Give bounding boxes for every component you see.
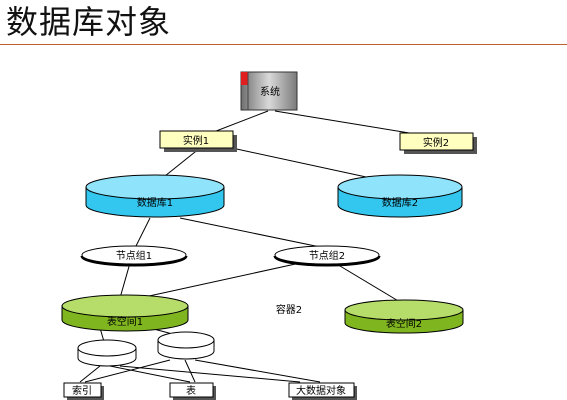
database-2-top xyxy=(337,174,463,200)
instance-2-node: 实例2 xyxy=(399,132,477,154)
system-server-icon xyxy=(240,71,298,111)
instance-1-box xyxy=(159,130,234,149)
connector-container1-lob xyxy=(119,365,301,383)
instance-2-label: 实例2 xyxy=(423,136,449,149)
node-group-2-node: 节点组2 xyxy=(273,245,381,267)
container-2-node xyxy=(157,331,215,360)
tablespace-1-label: 表空间1 xyxy=(107,315,143,328)
tablespace-1-top xyxy=(61,294,189,318)
connector-container1-index xyxy=(79,365,101,383)
object-table-node: 表 xyxy=(169,382,216,400)
connector-nodegroup2-tablespace2 xyxy=(334,262,401,303)
system-server-accent xyxy=(241,72,248,85)
object-index-label: 索引 xyxy=(72,384,92,397)
tablespace-2-top xyxy=(344,299,464,321)
object-lob-node: 大数据对象 xyxy=(288,382,357,400)
instance-1-node: 实例1 xyxy=(159,130,237,152)
container-2-top xyxy=(157,331,215,349)
connector-container2-table xyxy=(184,359,196,383)
object-lob-label: 大数据对象 xyxy=(296,384,346,397)
node-group-1-node: 节点组1 xyxy=(80,245,188,267)
node-group-1-label: 节点组1 xyxy=(116,249,152,262)
object-table-box xyxy=(169,382,214,398)
tablespace-2-label: 表空间2 xyxy=(386,317,422,330)
page-title: 数据库对象 xyxy=(6,3,172,41)
system-node: 系统 xyxy=(240,71,298,111)
database-2-node: 数据库2 xyxy=(337,174,463,218)
connector-container2-lob xyxy=(194,359,321,383)
connector-nodegroup2-tablespace1 xyxy=(139,262,301,299)
connector-container1-table xyxy=(109,365,191,383)
connector-container2-index xyxy=(84,359,171,383)
container-1-top xyxy=(77,339,137,357)
node-group-2-shape xyxy=(274,245,380,265)
database-2-label: 数据库2 xyxy=(382,196,418,209)
instance-1-label: 实例1 xyxy=(183,134,209,147)
database-1-label: 数据库1 xyxy=(137,196,173,209)
object-table-label: 表 xyxy=(186,384,196,397)
system-label: 系统 xyxy=(260,85,280,98)
database-1-node: 数据库1 xyxy=(85,174,225,218)
container-1-node xyxy=(77,339,137,367)
node-group-1-shape xyxy=(81,245,187,265)
object-index-box xyxy=(63,382,102,398)
instance-2-box xyxy=(399,132,474,151)
connector-database1-nodegroup2 xyxy=(179,217,326,249)
database-1-top xyxy=(85,174,225,200)
connector-database1-nodegroup1 xyxy=(134,217,151,249)
node-group-2-shadow xyxy=(273,255,381,267)
object-lob-box xyxy=(288,382,355,398)
object-index-node: 索引 xyxy=(63,382,104,400)
title-divider xyxy=(0,44,567,45)
node-group-1-shadow xyxy=(80,255,188,267)
connector-instance1-database2 xyxy=(231,147,381,181)
container-2-label: 容器2 xyxy=(276,303,302,316)
connector-nodegroup1-tablespace1 xyxy=(119,262,131,299)
tablespace-2-node: 表空间2 xyxy=(344,299,464,334)
tablespace-1-node: 表空间1 xyxy=(61,294,189,332)
node-group-2-label: 节点组2 xyxy=(309,249,345,262)
